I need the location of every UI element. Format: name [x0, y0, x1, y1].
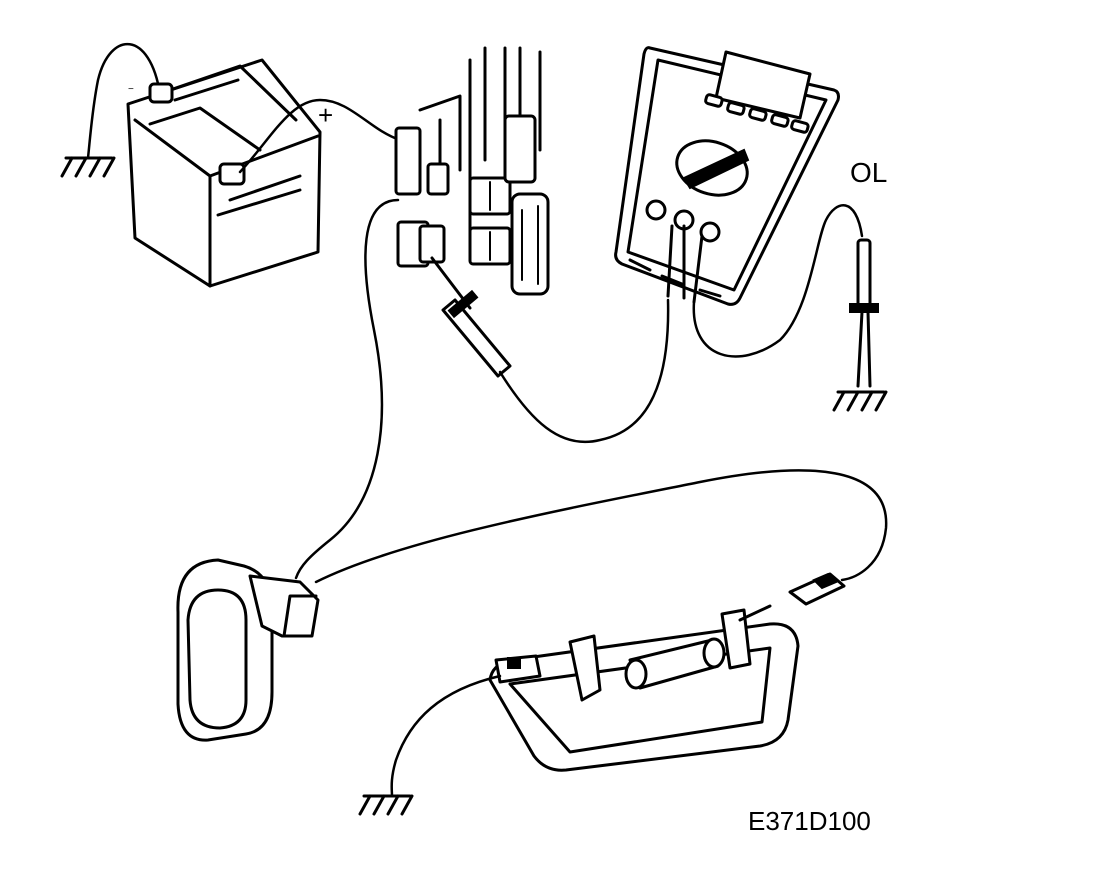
ground-symbol — [832, 390, 888, 412]
figure-code-label: E371D100 — [748, 806, 871, 836]
ground-symbol — [358, 794, 414, 816]
battery-plus-label: + — [318, 100, 333, 130]
fuse-box — [394, 46, 550, 296]
battery-negative-terminal: − — [128, 82, 174, 104]
svg-text:−: − — [128, 84, 134, 95]
test-probe-red — [430, 256, 670, 444]
battery-positive-terminal — [218, 162, 246, 186]
battery: − + — [86, 42, 402, 288]
meter-buttons — [704, 93, 810, 134]
courtesy-lamp — [488, 604, 800, 772]
ground-symbol — [60, 156, 116, 178]
meter-jacks — [645, 199, 721, 243]
meter-rotary-dial — [675, 139, 750, 197]
meter-reading-label: OL — [850, 157, 887, 188]
wire-fuse-to-switch — [294, 198, 400, 580]
lamp-bulb — [624, 637, 726, 690]
connector — [788, 572, 846, 606]
multimeter — [614, 46, 864, 358]
door-switch — [176, 469, 888, 742]
test-probe-black — [849, 238, 879, 388]
